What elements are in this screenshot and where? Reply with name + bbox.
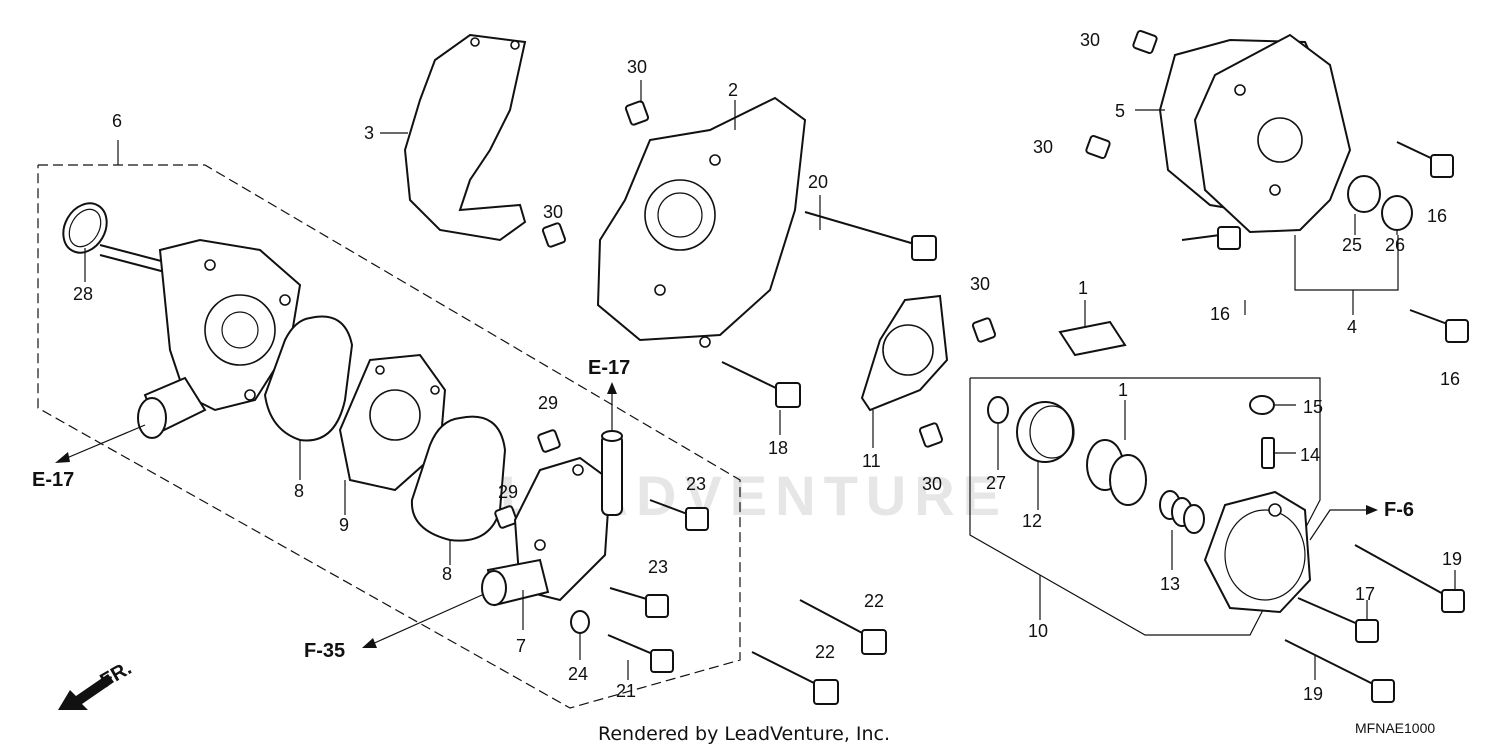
part-9-plate [338, 353, 447, 492]
callout-12: 12 [1022, 511, 1042, 531]
slave-cylinder-group-outline [969, 377, 1321, 636]
part-30-dowel-e [1132, 29, 1158, 55]
callout-20: 20 [808, 172, 828, 192]
callout-6: 6 [112, 111, 122, 131]
callout-8-a: 8 [294, 481, 304, 501]
footer: Rendered by LeadVenture, Inc. MFNAE1000 [598, 720, 1435, 745]
callout-22-b: 22 [815, 642, 835, 662]
callout-21: 21 [616, 681, 636, 701]
callout-15: 15 [1303, 397, 1323, 417]
part-30-dowel-c [971, 317, 997, 343]
callout-30-e: 30 [1080, 30, 1100, 50]
callout-30-b: 30 [543, 202, 563, 222]
part-12-piston [1016, 401, 1075, 463]
callout-27: 27 [986, 473, 1006, 493]
ref-e17-top[interactable]: E-17 [588, 357, 630, 379]
ref-f35[interactable]: F-35 [304, 640, 345, 662]
part-20-bolt [804, 211, 937, 261]
callout-8-b: 8 [442, 564, 452, 584]
part-29-dowel-b [494, 505, 518, 529]
part-30-dowel-d [918, 422, 944, 448]
part-1-seals [1086, 439, 1147, 506]
callout-17: 17 [1355, 584, 1375, 604]
part-29-dowel-a [537, 429, 561, 453]
part-26-seal [1381, 195, 1413, 231]
callout-labels: 1 1 2 3 4 5 6 7 8 8 9 10 11 12 13 14 15 … [73, 30, 1462, 704]
part-1-seal [1058, 320, 1127, 357]
callout-30-c: 30 [970, 274, 990, 294]
callout-29-b: 29 [498, 482, 518, 502]
callout-24: 24 [568, 664, 588, 684]
part-2-cover [596, 96, 807, 348]
part-19-bolts [1284, 544, 1465, 703]
part-17-bolt [1297, 597, 1379, 643]
part-22-bolt-a [799, 599, 887, 655]
callout-1-seals: 1 [1118, 380, 1128, 400]
part-7-pump-cover [481, 430, 623, 607]
water-pump-group-outline [37, 140, 741, 709]
callout-18: 18 [768, 438, 788, 458]
part-slave-cylinder [1203, 490, 1312, 614]
callout-11: 11 [862, 451, 881, 471]
callout-22-a: 22 [864, 591, 884, 611]
part-water-pump-body [99, 238, 302, 439]
callout-10: 10 [1028, 621, 1048, 641]
callout-26: 26 [1385, 235, 1405, 255]
callout-14: 14 [1300, 445, 1320, 465]
footer-credit: Rendered by LeadVenture, Inc. [598, 723, 890, 745]
part-11-gasket [860, 294, 949, 412]
callout-23-b: 23 [648, 557, 668, 577]
callout-19-b: 19 [1303, 684, 1323, 704]
diagram-code: MFNAE1000 [1355, 720, 1435, 736]
reference-labels: E-17 E-17 F-35 F-6 [32, 357, 1414, 662]
part-14-bleeder [1261, 437, 1275, 469]
part-30-dowel-a [624, 100, 650, 126]
leader-lines [84, 80, 1456, 680]
callout-23-a: 23 [686, 474, 706, 494]
part-28-o-ring [62, 202, 108, 254]
part-30-dowel-b [541, 222, 567, 248]
front-direction-indicator: FR. [58, 657, 135, 710]
callout-16-c: 16 [1440, 369, 1460, 389]
callout-16-a: 16 [1427, 206, 1447, 226]
ref-f6[interactable]: F-6 [1384, 499, 1414, 521]
part-3-gasket [403, 33, 527, 242]
callout-30-a: 30 [627, 57, 647, 77]
callout-13: 13 [1160, 574, 1180, 594]
callout-29-a: 29 [538, 393, 558, 413]
front-arrow-icon [58, 674, 114, 710]
callout-25: 25 [1342, 235, 1362, 255]
callout-1-seal: 1 [1078, 278, 1088, 298]
part-side-cover [1193, 33, 1352, 234]
callout-19-a: 19 [1442, 549, 1462, 569]
part-27-ring [987, 396, 1009, 424]
reference-arrows [55, 382, 1378, 648]
callout-4: 4 [1347, 317, 1357, 337]
part-22-bolt-b [751, 651, 839, 705]
part-30-dowel-f [1085, 134, 1111, 160]
part-23-bolt-b [609, 587, 669, 618]
callout-9: 9 [339, 515, 349, 535]
part-16-bolts [1181, 141, 1469, 343]
part-25-bearing [1347, 175, 1381, 213]
part-18-bolt [721, 361, 801, 408]
part-21-bolt [607, 634, 674, 673]
callout-5: 5 [1115, 101, 1125, 121]
callout-7: 7 [516, 636, 526, 656]
callout-16-b: 16 [1210, 304, 1230, 324]
part-15-cap [1249, 395, 1275, 415]
callout-2: 2 [728, 80, 738, 100]
part-23-bolt-a [649, 499, 709, 531]
part-13-spring [1159, 490, 1205, 534]
callout-30-d: 30 [922, 474, 942, 494]
callout-3: 3 [364, 123, 374, 143]
part-24-washer [570, 610, 590, 634]
ref-e17-left[interactable]: E-17 [32, 469, 74, 491]
callout-28: 28 [73, 284, 93, 304]
callout-30-f: 30 [1033, 137, 1053, 157]
